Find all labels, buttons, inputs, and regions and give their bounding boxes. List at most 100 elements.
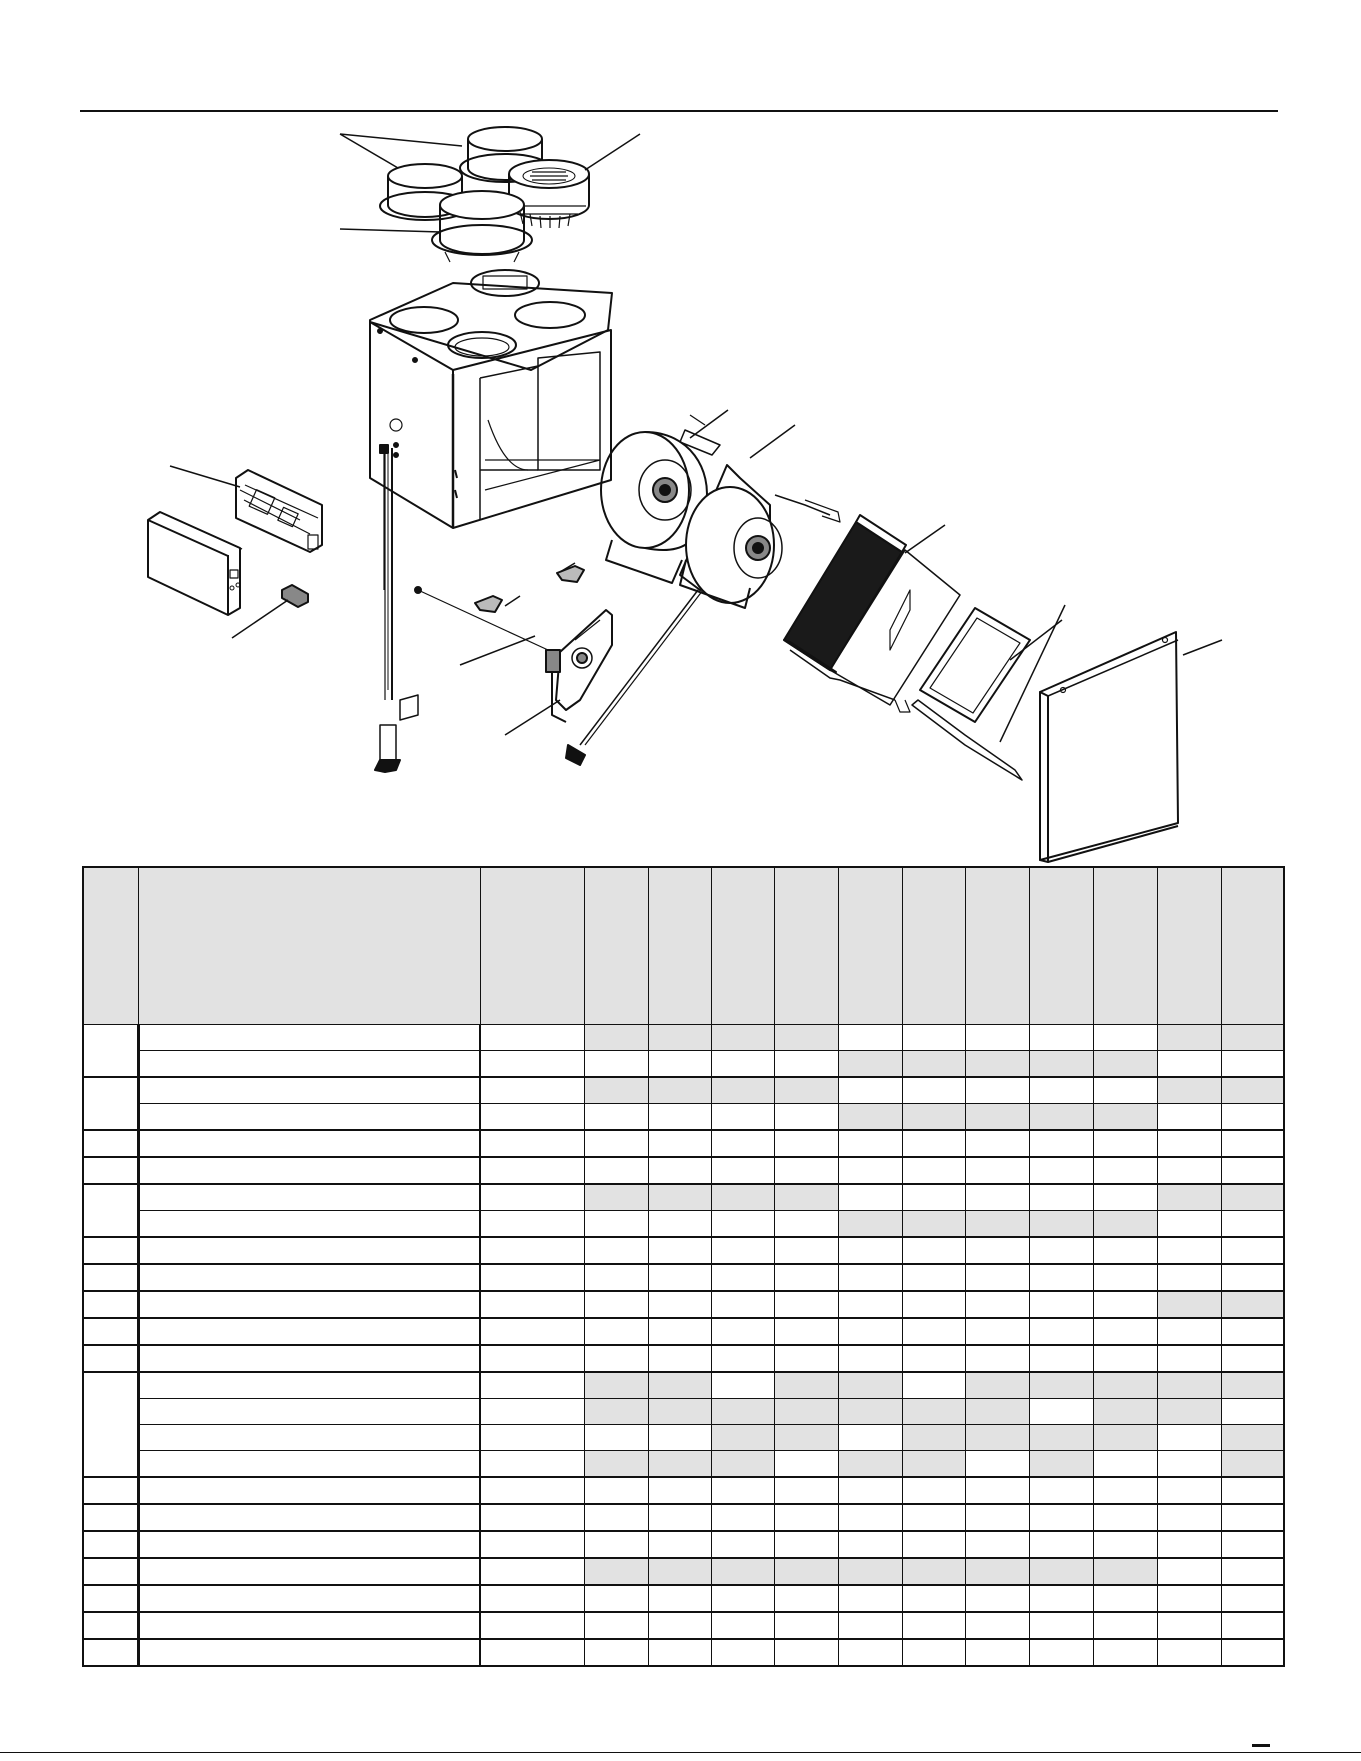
model-cell: [1156, 1530, 1222, 1559]
model-cell: [773, 1210, 839, 1238]
model-cell-shaded: [1220, 1076, 1285, 1104]
model-cell-shaded: [647, 1398, 712, 1425]
model-cell: [1156, 1156, 1222, 1185]
model-cell: [964, 1236, 1030, 1265]
part-number-cell: [479, 1450, 585, 1478]
model-cell-shaded: [710, 1183, 775, 1211]
description-cell: [137, 1156, 481, 1185]
header-part-number: [479, 866, 585, 1025]
model-cell-shaded: [901, 1210, 966, 1238]
access-door: [1039, 631, 1179, 863]
table-row: [83, 1050, 1285, 1078]
header-model: [647, 866, 712, 1025]
model-cell-shaded: [964, 1398, 1030, 1425]
model-cell: [837, 1584, 903, 1613]
model-cell: [1092, 1611, 1158, 1640]
model-cell: [1156, 1611, 1222, 1640]
description-cell: [137, 1398, 481, 1425]
model-cell: [1092, 1317, 1158, 1346]
model-cell: [773, 1236, 839, 1265]
model-cell: [901, 1371, 966, 1399]
model-cell: [1028, 1156, 1094, 1185]
model-cell-shaded: [647, 1371, 712, 1399]
model-cell: [837, 1638, 903, 1667]
model-cell-shaded: [773, 1424, 839, 1451]
model-cell: [1156, 1103, 1222, 1131]
model-cell: [901, 1263, 966, 1292]
control-cover: [147, 511, 243, 616]
ref-cell: [82, 1236, 140, 1265]
model-cell-shaded: [1028, 1103, 1094, 1131]
collar-icon: [431, 190, 533, 263]
model-cell: [710, 1050, 775, 1078]
blower-wheel-icon: [679, 464, 841, 609]
model-cell: [583, 1129, 649, 1158]
model-cell: [647, 1290, 712, 1319]
model-cell-shaded: [1156, 1398, 1222, 1425]
model-cell: [837, 1611, 903, 1640]
model-cell-shaded: [773, 1183, 839, 1211]
description-cell: [137, 1103, 481, 1131]
model-cell-shaded: [1220, 1424, 1285, 1451]
part-number-cell: [479, 1183, 585, 1211]
model-cell: [1220, 1530, 1285, 1559]
exploded-parts-diagram: [147, 126, 1223, 863]
model-cell: [583, 1503, 649, 1532]
description-cell: [137, 1024, 481, 1051]
description-cell: [137, 1557, 481, 1586]
model-cell: [647, 1129, 712, 1158]
model-cell-shaded: [710, 1398, 775, 1425]
model-cell: [1156, 1263, 1222, 1292]
model-cell-shaded: [1092, 1424, 1158, 1451]
description-cell: [137, 1638, 481, 1667]
table-row: [82, 1557, 1285, 1586]
model-cell: [773, 1584, 839, 1613]
table-row: [82, 1584, 1285, 1613]
header-ref: [82, 866, 139, 1025]
model-cell: [710, 1103, 775, 1131]
model-cell: [773, 1503, 839, 1532]
ref-cell: [82, 1263, 140, 1292]
model-cell: [901, 1611, 966, 1640]
model-cell: [1092, 1530, 1158, 1559]
model-cell-shaded: [583, 1557, 649, 1586]
model-cell: [837, 1183, 903, 1211]
description-cell: [137, 1503, 481, 1532]
description-cell: [137, 1050, 481, 1078]
model-cell: [1092, 1584, 1158, 1613]
model-cell: [710, 1156, 775, 1185]
description-cell: [137, 1290, 481, 1319]
model-cell-shaded: [647, 1076, 712, 1104]
model-cell-shaded: [964, 1050, 1030, 1078]
model-cell-shaded: [964, 1103, 1030, 1131]
model-cell: [710, 1344, 775, 1373]
model-cell: [964, 1344, 1030, 1373]
model-cell: [773, 1530, 839, 1559]
description-cell: [137, 1183, 481, 1211]
ref-cell: [82, 1371, 140, 1478]
model-cell: [710, 1210, 775, 1238]
model-cell: [583, 1290, 649, 1319]
model-cell-shaded: [1028, 1557, 1094, 1586]
part-number-cell: [479, 1129, 585, 1158]
model-cell: [1156, 1638, 1222, 1667]
model-cell: [837, 1024, 903, 1051]
description-cell: [137, 1210, 481, 1238]
header-model: [773, 866, 839, 1025]
part-number-cell: [479, 1503, 585, 1532]
model-cell-shaded: [710, 1024, 775, 1051]
model-cell: [964, 1156, 1030, 1185]
model-cell: [773, 1263, 839, 1292]
description-cell: [137, 1476, 481, 1505]
model-cell: [1156, 1050, 1222, 1078]
header-model: [1220, 866, 1285, 1025]
model-cell: [710, 1236, 775, 1265]
model-cell-shaded: [837, 1103, 903, 1131]
model-cell: [647, 1584, 712, 1613]
model-cell: [1028, 1024, 1094, 1051]
model-cell: [964, 1530, 1030, 1559]
model-cell: [710, 1476, 775, 1505]
model-cell-shaded: [837, 1050, 903, 1078]
model-cell: [710, 1503, 775, 1532]
model-cell: [583, 1210, 649, 1238]
